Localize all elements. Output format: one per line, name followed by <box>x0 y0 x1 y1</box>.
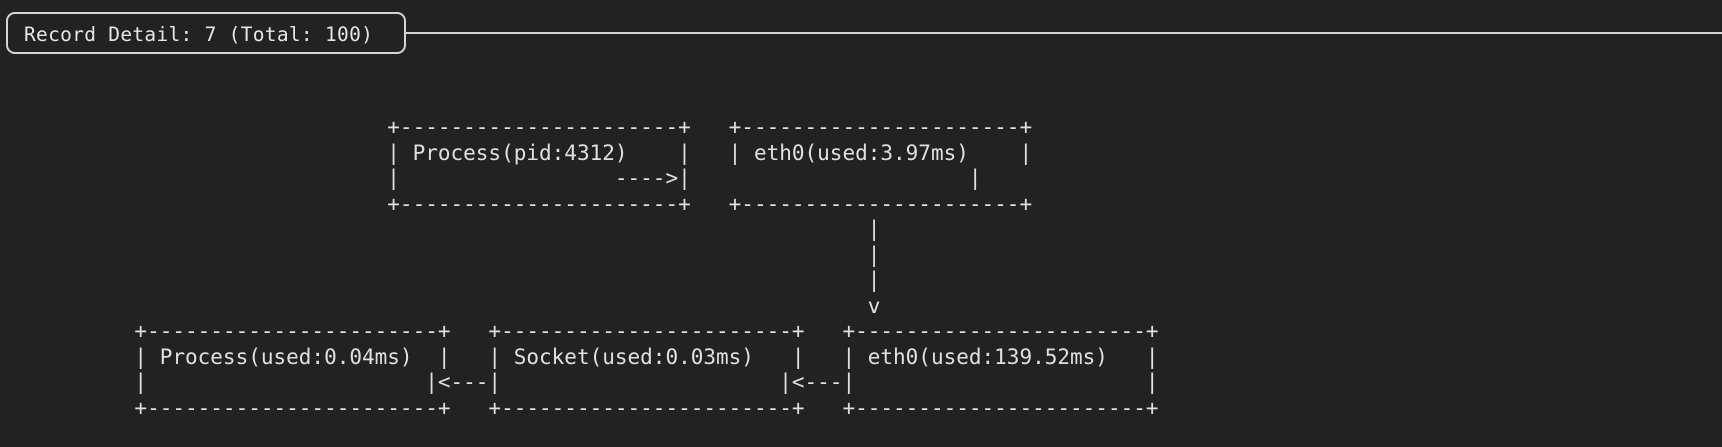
ascii-art-body: +----------------------+ +--------------… <box>134 115 1159 420</box>
header-bar: Record Detail: 7 (Total: 100) <box>0 0 1722 64</box>
header-divider-rule <box>404 32 1722 34</box>
ascii-flow-diagram: +----------------------+ +--------------… <box>0 64 1722 436</box>
page-title: Record Detail: 7 (Total: 100) <box>24 23 374 46</box>
record-detail-panel[interactable]: Record Detail: 7 (Total: 100) <box>6 12 406 54</box>
